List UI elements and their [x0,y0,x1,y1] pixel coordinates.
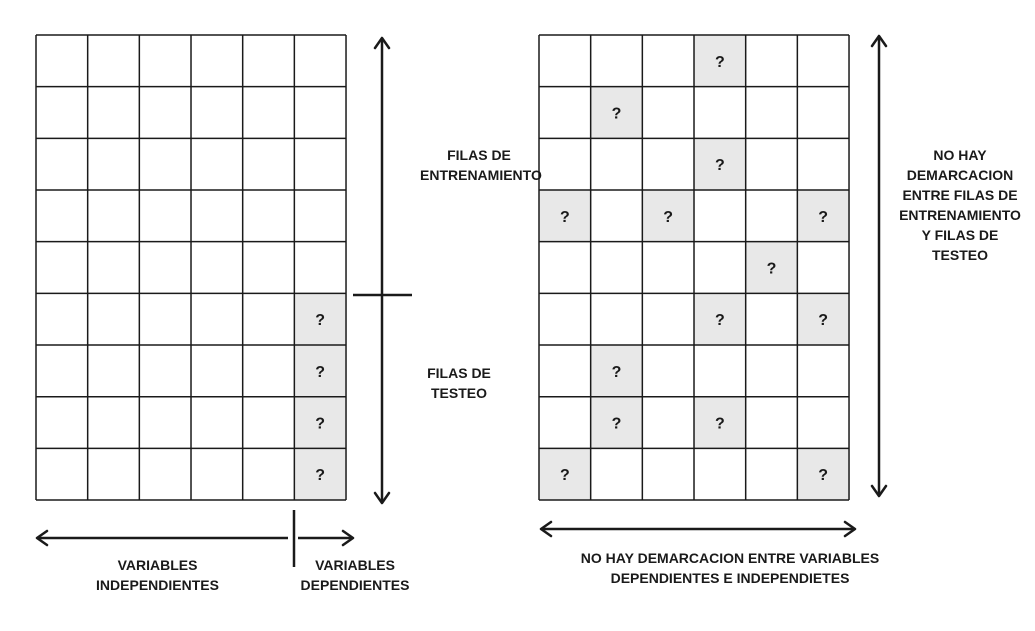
left-grid-unknown-mark: ? [315,416,325,433]
arrow-left-icon [539,520,553,538]
right-grid-unknown-mark: ? [715,54,725,71]
left-grid-unknown-cell [294,396,347,449]
left-grid-unknown-cell [294,293,347,346]
right-dataset-grid: ?????????????? [538,34,850,501]
right-grid-unknown-cell [539,190,591,242]
right-grid-unknown-cell [797,190,850,242]
left-grid-unknown-mark: ? [315,467,325,484]
right-grid-unknown-mark: ? [767,261,777,278]
arrow-up-icon [870,34,888,48]
arrow-right-icon [341,529,355,547]
right-grid-unknown-cell [642,190,695,242]
arrows [35,34,888,567]
left-grid-unknown-cell [294,345,347,397]
right-grid-unknown-cell [797,448,850,501]
left-grid-unknown-mark: ? [315,364,325,381]
right-grid-unknown-mark: ? [663,209,673,226]
right-grid-unknown-mark: ? [818,312,828,329]
right-grid-unknown-cell [694,293,746,346]
arrow-down-icon [870,484,888,498]
right-grid-unknown-mark: ? [560,467,570,484]
left-dataset-grid: ???? [35,34,347,501]
right-grid-unknown-cell [590,345,643,397]
right-grid-unknown-cell [590,86,643,139]
right-grid-unknown-cell [745,241,798,294]
right-grid-unknown-mark: ? [715,312,725,329]
right-grid-unknown-mark: ? [715,416,725,433]
right-grid-unknown-mark: ? [612,106,622,123]
right-grid-unknown-cell [539,448,591,501]
right-grid-unknown-cell [694,138,746,191]
right-grid-unknown-mark: ? [612,416,622,433]
no-row-demarcation-label: NO HAY DEMARCACION ENTRE FILAS DE ENTREN… [899,147,1021,263]
left-grid-unknown-mark: ? [315,312,325,329]
left-grid-unknown-cell [294,448,347,501]
right-grid-unknown-cell [694,35,746,87]
right-grid-unknown-mark: ? [560,209,570,226]
arrow-left-icon [35,529,49,547]
right-grid-unknown-mark: ? [818,209,828,226]
arrow-down-icon [373,491,391,505]
right-grid-unknown-cell [797,293,850,346]
right-grid-unknown-cell [590,396,643,449]
right-grid-unknown-cell [694,396,746,449]
right-grid-unknown-mark: ? [715,157,725,174]
arrow-up-icon [373,36,391,50]
right-grid-unknown-mark: ? [818,467,828,484]
right-grid-unknown-mark: ? [612,364,622,381]
arrow-right-icon [843,520,857,538]
